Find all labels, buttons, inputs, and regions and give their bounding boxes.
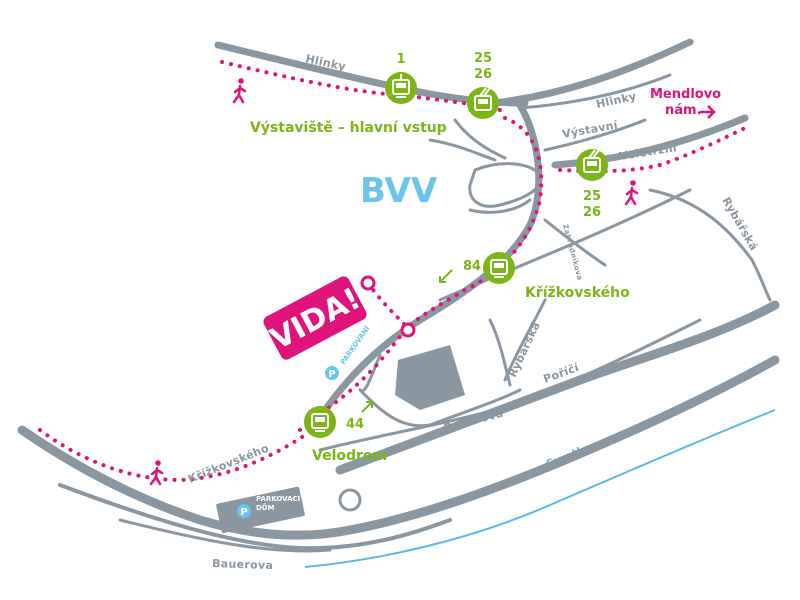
arrow-velodrom	[361, 401, 373, 413]
pedestrian-icon	[232, 78, 247, 104]
vida-route-end-bottom	[400, 322, 416, 338]
street-krizkovskeho: Křížkovského	[186, 442, 271, 486]
pedestrian-icon	[624, 180, 639, 206]
stop-veletrzni-line-2: 26	[583, 205, 601, 220]
parking-garage	[216, 486, 305, 534]
parking-icon: P	[325, 366, 339, 380]
bus-icon	[490, 259, 508, 278]
road-lower-inner	[118, 518, 332, 553]
road-lower-loop	[58, 483, 452, 551]
road-network	[17, 38, 780, 553]
walk-route-veletrzni	[558, 126, 747, 174]
road-upper-right	[491, 38, 694, 107]
street-veletrzni: Veletržní	[618, 141, 678, 163]
walk-route-hlinky	[220, 60, 502, 112]
road-bvv-exit	[468, 198, 532, 214]
road-diagonal	[438, 188, 692, 302]
street-bauerova-bottom: Bauerova	[212, 557, 273, 572]
stop-velodrom-name: Velodrom	[312, 448, 387, 464]
road-rybarska-mid	[488, 318, 512, 387]
road-bauerova-bottom	[17, 355, 780, 540]
stop-vystaviste-name: Výstaviště – hlavní vstup	[250, 120, 447, 136]
trolleybus-icon	[583, 149, 601, 173]
stop-krizkovskeho[interactable]	[483, 252, 515, 284]
street-bauerova-mid: Bauerova	[442, 407, 504, 435]
road-hlinky-right	[518, 73, 672, 110]
garage-label-1: PARKOVACÍ	[256, 494, 301, 503]
stop-velodrom[interactable]	[304, 406, 336, 438]
vida-route-end-top	[360, 275, 376, 291]
road-vystavni	[543, 118, 647, 152]
stop-veletrzni-trolley[interactable]	[576, 149, 608, 181]
stop-krizkovskeho-name: Křížkovského	[525, 285, 630, 301]
stop-hlinky-line-2: 26	[474, 67, 492, 82]
walk-route-main	[403, 116, 544, 332]
street-rybarska-mid: Rybářská	[506, 320, 543, 379]
svg-text:P: P	[328, 369, 335, 380]
stop-hlinky-trolley[interactable]	[467, 87, 499, 119]
road-rybarska-right	[648, 188, 772, 302]
road-connector	[503, 298, 547, 382]
roundabout	[338, 488, 362, 512]
mendlovo-label-2: nám.	[665, 103, 702, 118]
walk-route-krizkovskeho	[38, 428, 307, 483]
trolleybus-icon	[474, 87, 492, 111]
parking-icon: P	[237, 504, 251, 518]
tram-icon	[392, 74, 410, 98]
road-bvv-a	[428, 138, 497, 162]
stop-velodrom-line: 44	[346, 417, 364, 432]
road-bvv-b	[453, 118, 507, 160]
road-porici	[335, 300, 780, 475]
stop-vystaviste[interactable]	[385, 72, 417, 104]
mendlovo-arrow	[700, 105, 716, 119]
building-block	[395, 345, 465, 410]
street-hlinky-right: Hlinky	[595, 90, 638, 111]
stop-hlinky-line-1: 25	[474, 51, 492, 66]
road-block-left	[358, 353, 382, 393]
garage-label-2: DŮM	[256, 503, 274, 512]
road-bvv-loop	[468, 162, 543, 208]
stop-krizkovskeho-line: 84	[463, 259, 481, 274]
bus-icon	[311, 413, 329, 432]
stop-vystaviste-line: 1	[396, 52, 405, 67]
river-svratka	[304, 409, 776, 568]
street-zahradnikova: Zahradníkova	[561, 223, 584, 281]
road-zahradnikova	[543, 218, 607, 267]
svg-text:P: P	[240, 507, 247, 518]
pedestrian-icon	[149, 460, 164, 486]
arrow-krizkovskeho	[439, 269, 453, 283]
bvv-label: BVV	[360, 171, 438, 211]
mendlovo-label-1: Mendlovo	[650, 87, 721, 102]
walk-route-vida	[366, 281, 410, 330]
road-bauerova-mid	[318, 318, 702, 452]
stop-veletrzni-line-1: 25	[583, 189, 601, 204]
